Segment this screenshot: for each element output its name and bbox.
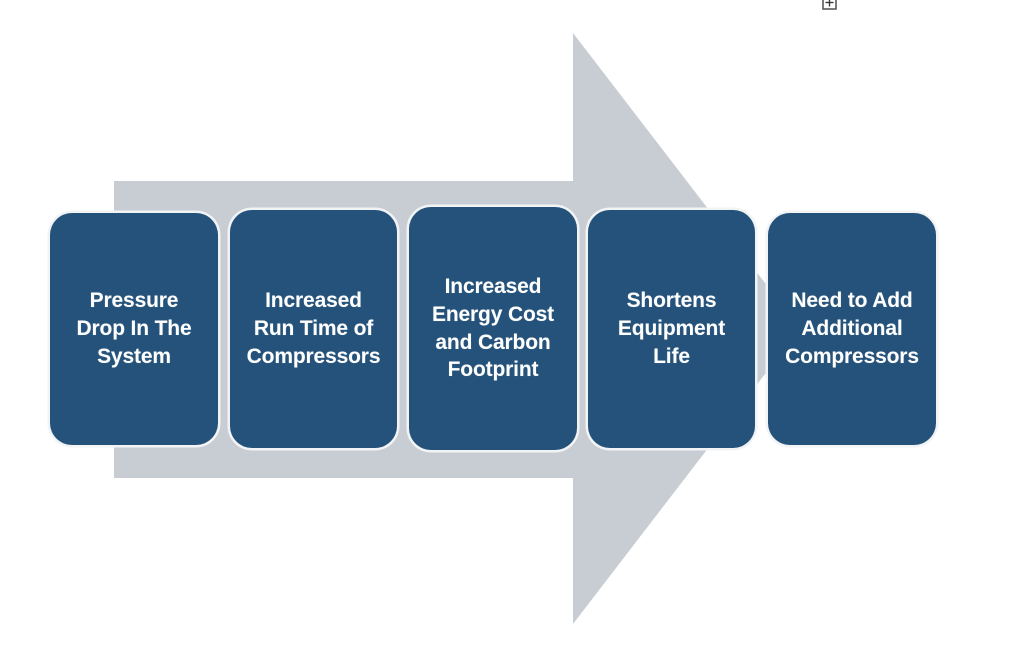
step-box-pressure-drop[interactable]: Pressure Drop In The System [50,213,218,445]
step-label-need-additional-compressors: Need to Add Additional Compressors [785,289,919,368]
step-label-pressure-drop: Pressure Drop In The System [76,289,192,368]
step-box-increased-energy-cost[interactable]: Increased Energy Cost and Carbon Footpri… [409,207,577,450]
resize-handle-icon[interactable] [822,0,837,10]
step-label-shortens-equipment-life: Shortens Equipment Life [617,289,726,368]
step-label-increased-run-time: Increased Run Time of Compressors [246,289,381,368]
step-box-shortens-equipment-life[interactable]: Shortens Equipment Life [588,210,755,448]
step-box-need-additional-compressors[interactable]: Need to Add Additional Compressors [768,213,936,445]
step-box-increased-run-time[interactable]: Increased Run Time of Compressors [230,210,397,448]
step-label-increased-energy-cost: Increased Energy Cost and Carbon Footpri… [431,275,555,382]
